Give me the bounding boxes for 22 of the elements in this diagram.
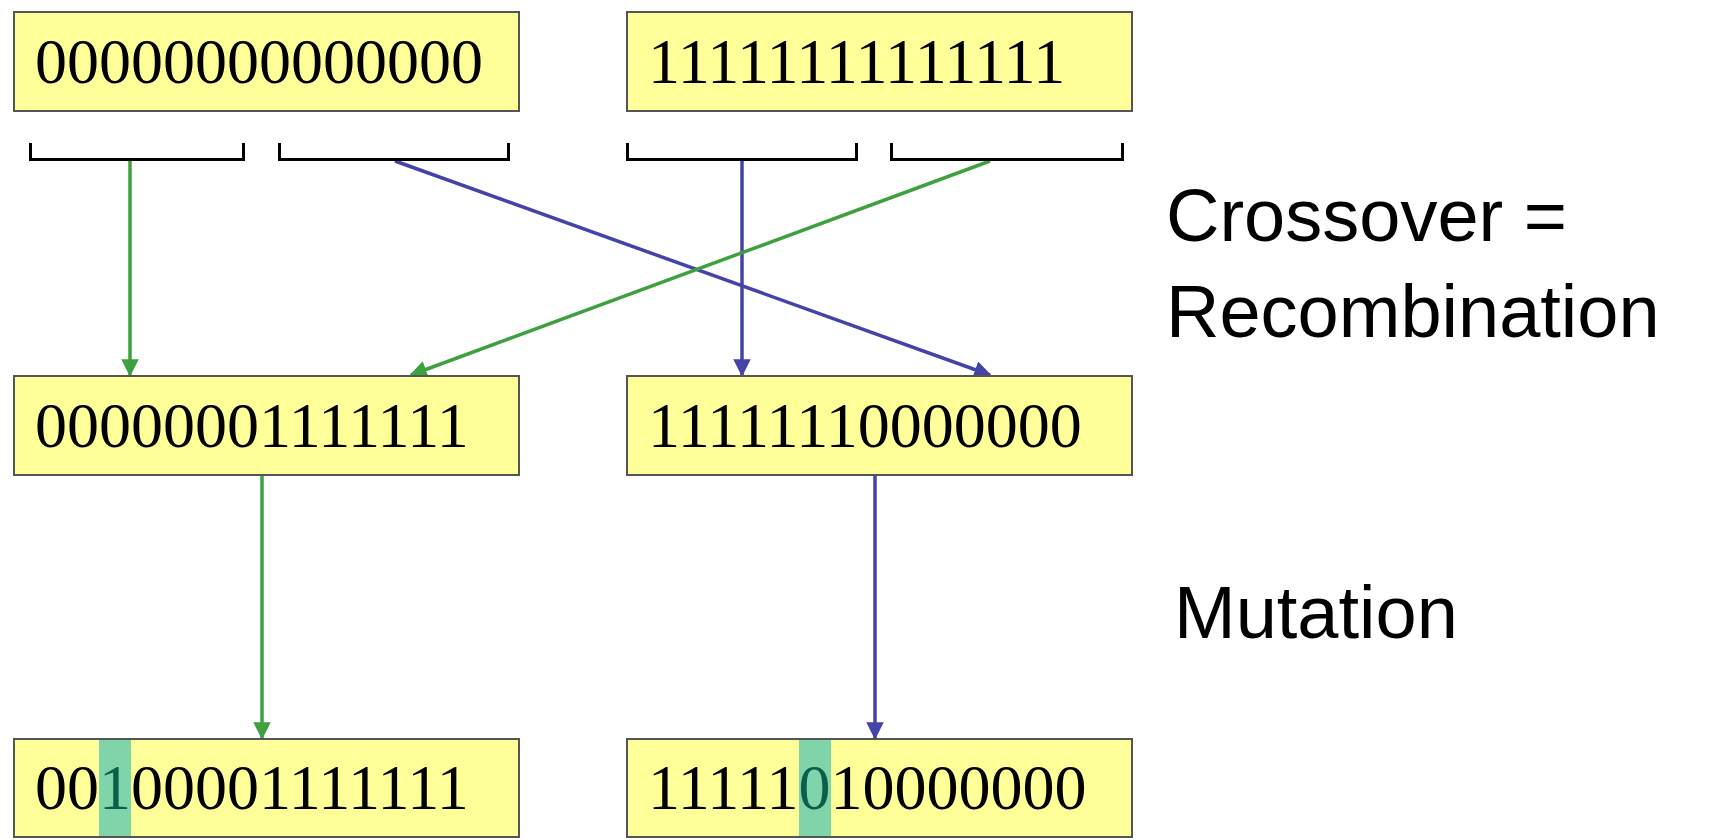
bracket bbox=[626, 143, 858, 161]
arrow bbox=[121, 161, 139, 377]
chromosome-box bbox=[626, 11, 1133, 112]
bit-string: 00000000000000 bbox=[35, 29, 483, 94]
bit-string: 11111010000000 bbox=[648, 740, 1087, 836]
bit-string: 00000001111111 bbox=[35, 393, 469, 458]
arrow bbox=[253, 476, 271, 740]
bracket bbox=[278, 143, 510, 161]
chromosome-box bbox=[626, 738, 1133, 838]
stage-label: Crossover = Recombination bbox=[1166, 173, 1661, 356]
chromosome-box bbox=[13, 375, 520, 476]
chromosome-box bbox=[626, 375, 1133, 476]
bit-string: 00100001111111 bbox=[35, 740, 469, 836]
arrow bbox=[866, 476, 884, 740]
bracket bbox=[29, 143, 245, 161]
stage-label: Mutation bbox=[1174, 570, 1459, 656]
bracket bbox=[890, 143, 1124, 161]
bit-string: 11111110000000 bbox=[648, 393, 1082, 458]
chromosome-box bbox=[13, 738, 520, 838]
chromosome-box bbox=[13, 11, 520, 112]
bit-string: 11111111111111 bbox=[648, 29, 1066, 94]
arrow bbox=[733, 161, 751, 377]
